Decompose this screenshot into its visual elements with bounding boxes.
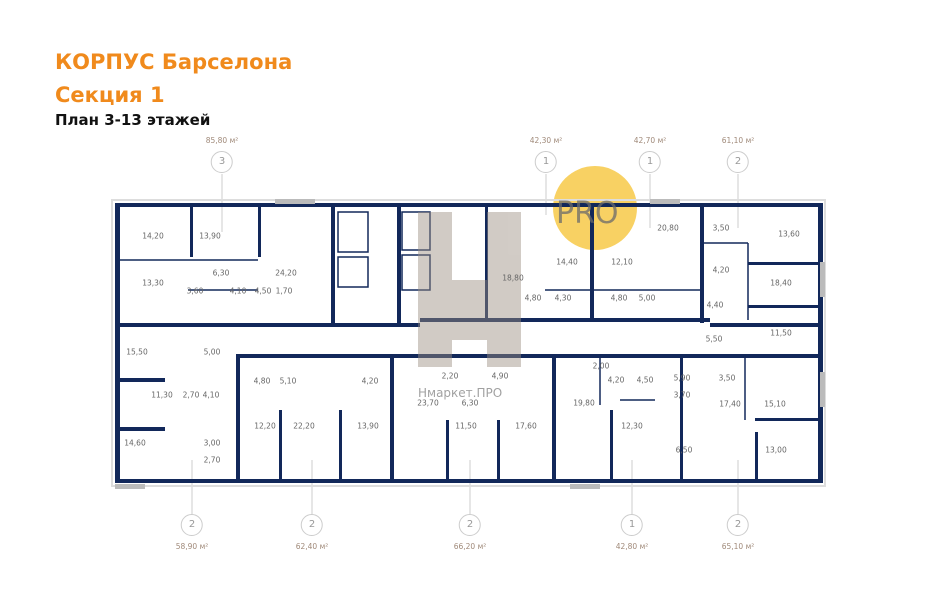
room-count-badge: 2 bbox=[301, 514, 323, 536]
room-area-label: 6,50 bbox=[675, 445, 693, 455]
apartment-area: 58,90 м² bbox=[175, 542, 209, 551]
apartment-marker[interactable]: 1 42,80 м² bbox=[615, 514, 649, 551]
room-area-label: 3,00 bbox=[203, 438, 221, 448]
room-area-label: 13,00 bbox=[765, 445, 787, 455]
room-area-label: 3,60 bbox=[186, 286, 204, 296]
room-area-label: 5,90 bbox=[673, 373, 691, 383]
apartment-area: 85,80 м² bbox=[205, 136, 239, 145]
room-count-badge: 2 bbox=[727, 514, 749, 536]
room-area-label: 13,90 bbox=[357, 421, 379, 431]
watermark-site: Нмаркет.ПРО bbox=[418, 386, 503, 400]
room-area-label: 22,20 bbox=[293, 421, 315, 431]
room-area-label: 11,50 bbox=[455, 421, 477, 431]
room-area-label: 4,30 bbox=[554, 293, 572, 303]
room-area-label: 4,10 bbox=[202, 390, 220, 400]
room-area-label: 4,80 bbox=[524, 293, 542, 303]
room-area-label: 2,70 bbox=[203, 455, 221, 465]
room-area-label: 11,30 bbox=[151, 390, 173, 400]
room-area-label: 2,20 bbox=[441, 371, 459, 381]
room-area-label: 17,60 bbox=[515, 421, 537, 431]
apartment-area: 65,10 м² bbox=[721, 542, 755, 551]
room-area-label: 17,40 bbox=[719, 399, 741, 409]
room-area-label: 5,00 bbox=[638, 293, 656, 303]
room-area-label: 13,30 bbox=[142, 278, 164, 288]
room-area-label: 12,30 bbox=[621, 421, 643, 431]
room-area-label: 11,50 bbox=[770, 328, 792, 338]
apartment-marker[interactable]: 2 62,40 м² bbox=[295, 514, 329, 551]
room-area-label: 5,00 bbox=[203, 347, 221, 357]
room-area-label: 12,20 bbox=[254, 421, 276, 431]
watermark-circle bbox=[553, 166, 637, 250]
floors-subtitle: План 3-13 этажей bbox=[55, 111, 211, 129]
watermark-logo: PRO bbox=[556, 196, 619, 231]
room-area-label: 13,60 bbox=[778, 229, 800, 239]
room-area-label: 4,90 bbox=[491, 371, 509, 381]
room-area-label: 3,50 bbox=[712, 223, 730, 233]
room-area-label: 4,20 bbox=[361, 376, 379, 386]
room-area-label: 15,10 bbox=[764, 399, 786, 409]
room-count-badge: 1 bbox=[621, 514, 643, 536]
room-area-label: 3,70 bbox=[673, 390, 691, 400]
room-area-label: 4,40 bbox=[706, 300, 724, 310]
room-area-label: 4,20 bbox=[712, 265, 730, 275]
room-area-label: 4,80 bbox=[610, 293, 628, 303]
room-area-label: 13,90 bbox=[199, 231, 221, 241]
room-area-label: 12,10 bbox=[611, 257, 633, 267]
walls bbox=[115, 203, 823, 483]
apartment-marker[interactable]: 42,70 м² 1 bbox=[633, 136, 667, 173]
room-area-label: 2,70 bbox=[182, 390, 200, 400]
room-area-label: 4,20 bbox=[607, 375, 625, 385]
room-area-label: 4,50 bbox=[254, 286, 272, 296]
apartment-marker[interactable]: 61,10 м² 2 bbox=[721, 136, 755, 173]
room-area-label: 1,70 bbox=[275, 286, 293, 296]
room-area-label: 14,60 bbox=[124, 438, 146, 448]
room-count-badge: 3 bbox=[211, 151, 233, 173]
room-count-badge: 1 bbox=[535, 151, 557, 173]
room-area-label: 23,70 bbox=[417, 398, 439, 408]
apartment-marker[interactable]: 85,80 м² 3 bbox=[205, 136, 239, 173]
room-area-label: 4,80 bbox=[253, 376, 271, 386]
room-area-label: 2,00 bbox=[592, 361, 610, 371]
room-area-label: 4,50 bbox=[636, 375, 654, 385]
apartment-area: 42,30 м² bbox=[529, 136, 563, 145]
leader-lines bbox=[191, 174, 739, 514]
apartment-marker[interactable]: 42,30 м² 1 bbox=[529, 136, 563, 173]
room-area-label: 5,10 bbox=[279, 376, 297, 386]
room-area-label: 4,10 bbox=[229, 286, 247, 296]
section-title: Секция 1 bbox=[55, 83, 165, 107]
apartment-area: 61,10 м² bbox=[721, 136, 755, 145]
room-area-label: 15,50 bbox=[126, 347, 148, 357]
room-count-badge: 2 bbox=[181, 514, 203, 536]
room-area-label: 18,80 bbox=[502, 273, 524, 283]
room-area-label: 14,40 bbox=[556, 257, 578, 267]
windows bbox=[115, 199, 825, 489]
apartment-area: 42,70 м² bbox=[633, 136, 667, 145]
room-area-label: 14,20 bbox=[142, 231, 164, 241]
room-area-label: 6,30 bbox=[212, 268, 230, 278]
room-count-badge: 2 bbox=[459, 514, 481, 536]
room-area-label: 3,50 bbox=[718, 373, 736, 383]
apartment-area: 66,20 м² bbox=[453, 542, 487, 551]
apartment-marker[interactable]: 2 66,20 м² bbox=[453, 514, 487, 551]
apartment-marker[interactable]: 2 58,90 м² bbox=[175, 514, 209, 551]
room-area-label: 19,80 bbox=[573, 398, 595, 408]
room-count-badge: 1 bbox=[639, 151, 661, 173]
apartment-area: 62,40 м² bbox=[295, 542, 329, 551]
room-count-badge: 2 bbox=[727, 151, 749, 173]
watermark-letter bbox=[418, 212, 521, 367]
apartment-marker[interactable]: 2 65,10 м² bbox=[721, 514, 755, 551]
room-area-label: 6,30 bbox=[461, 398, 479, 408]
room-area-label: 20,80 bbox=[657, 223, 679, 233]
room-area-label: 24,20 bbox=[275, 268, 297, 278]
building-title: КОРПУС Барселона bbox=[55, 50, 293, 74]
room-area-label: 5,50 bbox=[705, 334, 723, 344]
room-area-label: 18,40 bbox=[770, 278, 792, 288]
apartment-area: 42,80 м² bbox=[615, 542, 649, 551]
